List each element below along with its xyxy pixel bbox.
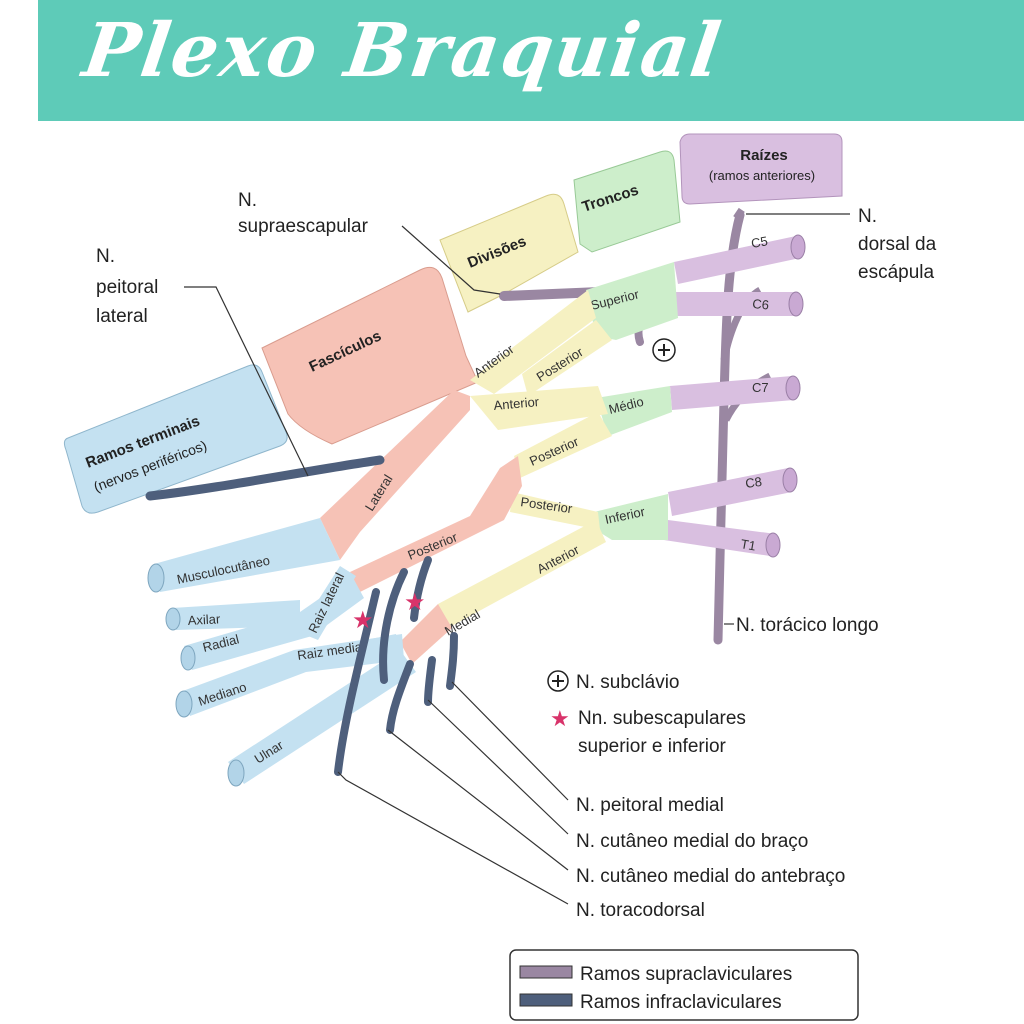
root-c5: C5 — [750, 233, 769, 251]
roots: C5 C6 C7 C8 T1 — [664, 233, 806, 558]
header-raizes: Raízes (ramos anteriores) — [679, 133, 843, 205]
legend-infra-label: Ramos infraclaviculares — [580, 992, 782, 1013]
callout-supraescapular-line2: supraescapular — [238, 216, 369, 237]
callout-cutaneo-antebraco: N. cutâneo medial do antebraço — [576, 866, 845, 887]
dorsal-scapular-root — [733, 207, 745, 221]
root-c6: C6 — [752, 296, 770, 312]
callout-toracico-longo: N. torácico longo — [736, 615, 879, 636]
lateral-pectoral-nerve — [145, 455, 385, 501]
callout-peitoral-medial: N. peitoral medial — [576, 795, 724, 816]
callouts: N. supraescapular N. peitoral lateral N.… — [96, 190, 937, 921]
legend-supra-label: Ramos supraclaviculares — [580, 964, 792, 985]
root-c8: C8 — [744, 474, 763, 491]
medial-brachial-nerve — [424, 656, 436, 706]
header-fasciculos: Fascículos — [261, 266, 479, 445]
callout-peitoral-lateral-line2: peitoral — [96, 277, 158, 298]
callout-toracodorsal: N. toracodorsal — [576, 900, 705, 921]
divisions: Anterior Posterior Anterior Posterior Po… — [438, 290, 612, 628]
callout-dorsal-escapula-line1: N. — [858, 206, 877, 227]
star-subscapular-1: ★ — [352, 606, 374, 634]
callout-supraescapular-line1: N. — [238, 190, 257, 211]
callout-peitoral-lateral-line1: N. — [96, 246, 115, 267]
callout-peitoral-lateral-line3: lateral — [96, 306, 148, 327]
legend: Ramos supraclaviculares Ramos infraclavi… — [509, 949, 859, 1021]
callout-dorsal-escapula-line3: escápula — [858, 262, 934, 283]
division-posterior-3: Posterior — [520, 494, 574, 516]
subclavio-key: N. subclávio — [547, 670, 680, 693]
callout-dorsal-escapula-line2: dorsal da — [858, 234, 937, 255]
root-c7: C7 — [752, 380, 769, 395]
division-anterior-2: Anterior — [493, 394, 540, 413]
terminal-axilar: Axilar — [187, 611, 221, 628]
legend-swatch-infra — [519, 993, 573, 1007]
star-subscapular-2: ★ — [404, 588, 426, 616]
leader-lines — [184, 213, 850, 905]
header-troncos: Troncos — [573, 150, 681, 253]
star-key-icon: ★ — [550, 707, 570, 732]
root-t1: T1 — [739, 536, 757, 553]
plus-circle-icon — [652, 338, 676, 362]
header-raizes-sub: (ramos anteriores) — [709, 168, 815, 183]
header-raizes-label: Raízes — [740, 147, 788, 164]
medial-antebrachial-nerve — [386, 660, 414, 734]
infraclavicular-branches — [145, 455, 458, 776]
trunks: Superior Médio Inferior — [586, 262, 678, 540]
callout-cutaneo-braco: N. cutâneo medial do braço — [576, 831, 808, 852]
suprascapular-nerve — [499, 287, 605, 301]
long-thoracic-nerve — [713, 210, 745, 645]
title-banner — [38, 0, 1024, 121]
header-divisoes: Divisões — [439, 193, 579, 313]
callout-subescapulares-line2: superior e inferior — [578, 736, 727, 757]
callout-subclavio: N. subclávio — [576, 672, 680, 693]
callout-subescapulares-line1: Nn. subescapulares — [578, 708, 746, 729]
terminal-branches: Musculocutâneo Axilar Radial Mediano Uln… — [147, 518, 416, 787]
medial-pectoral-nerve — [446, 632, 458, 690]
thoracodorsal-nerve — [334, 588, 380, 776]
legend-swatch-supra — [519, 965, 573, 979]
upper-subscapular-nerve — [379, 568, 408, 684]
